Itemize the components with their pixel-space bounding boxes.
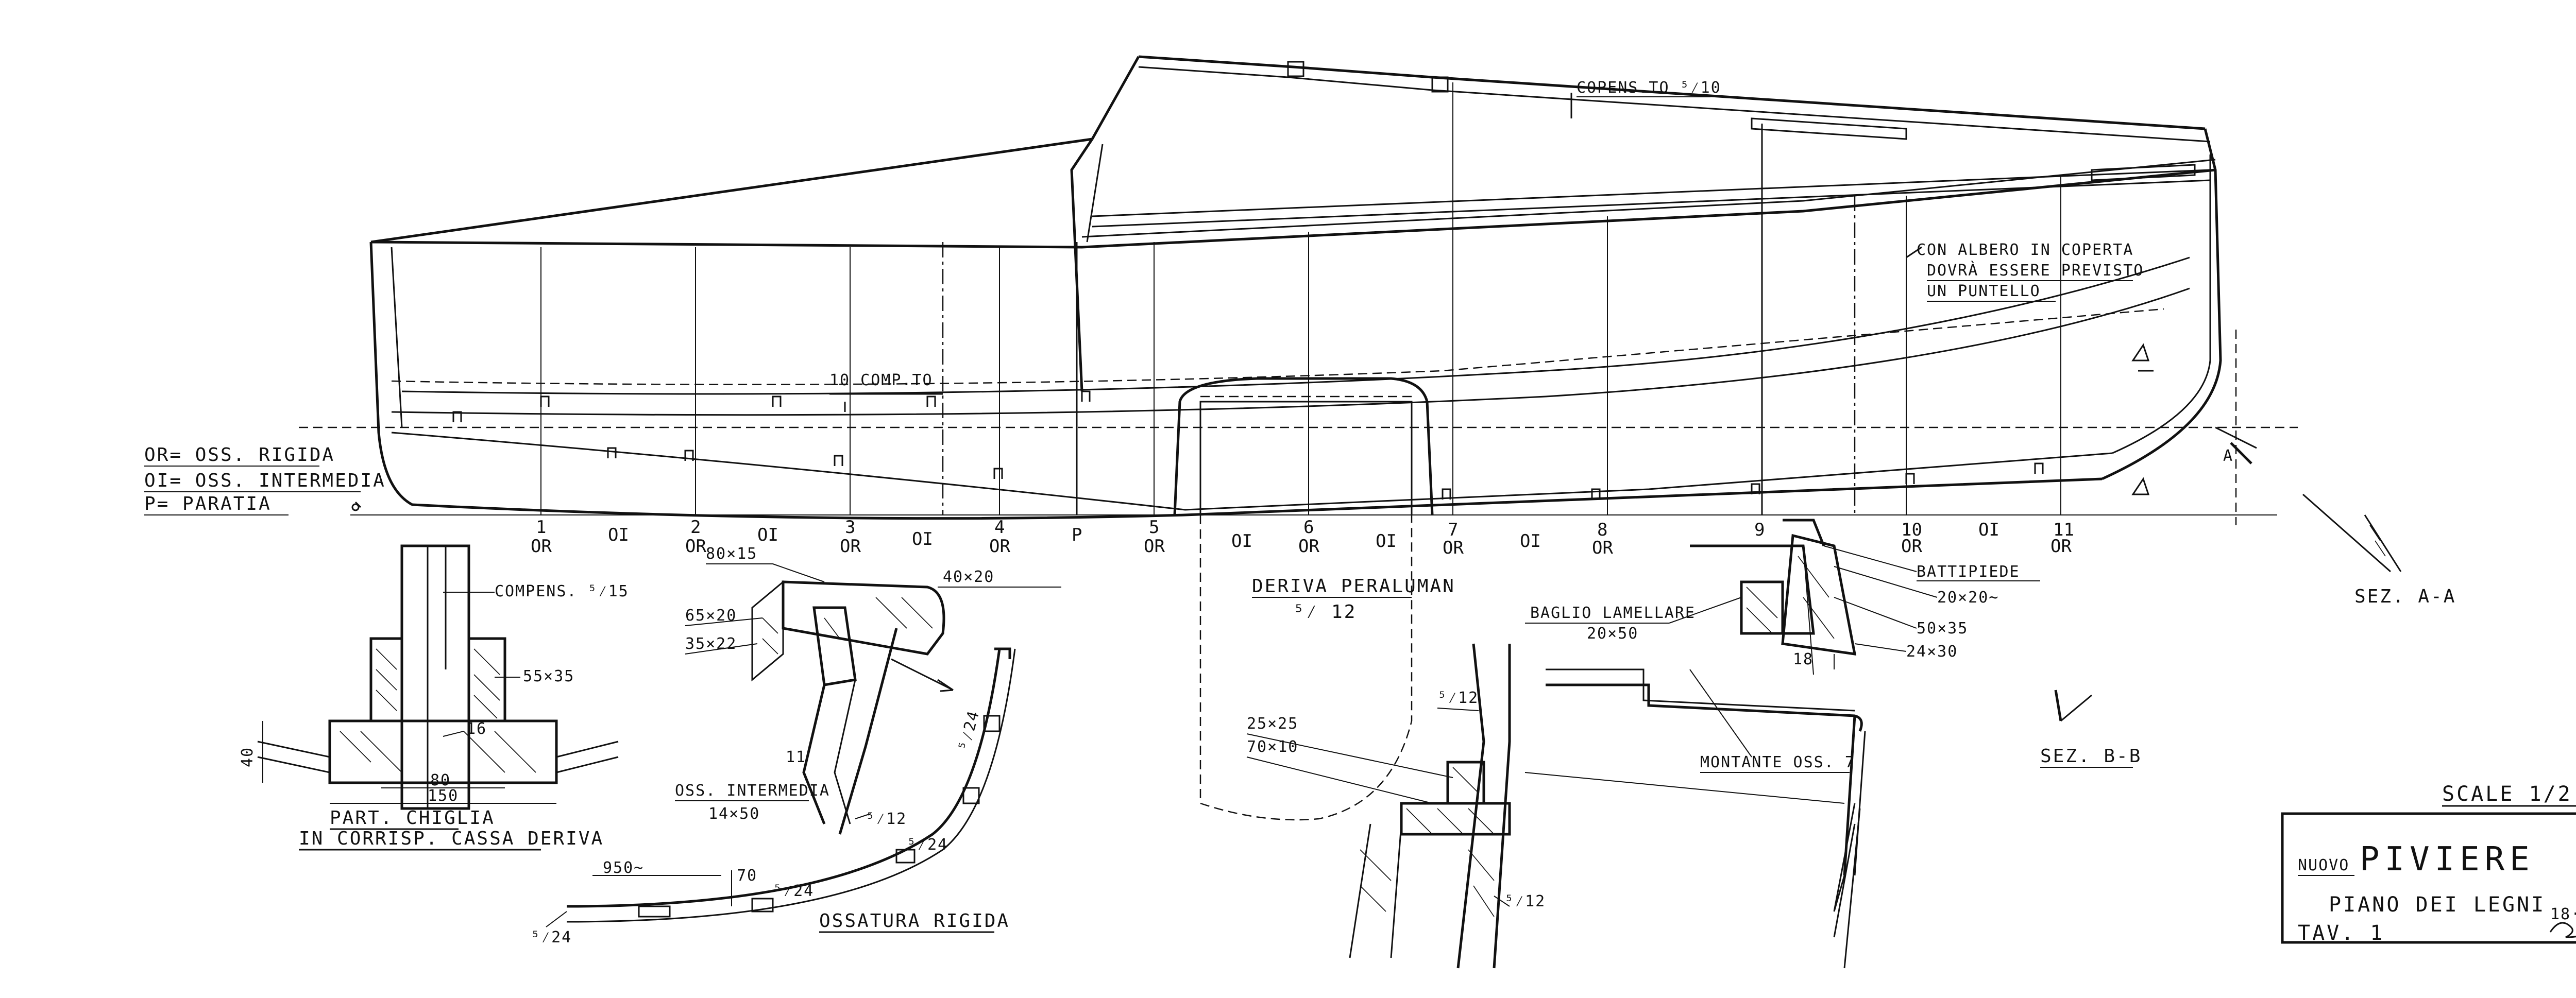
sez-bb: SEZ. B-B bbox=[2040, 746, 2142, 767]
label-copensato: COPENS.TO ⁵⁄10 bbox=[1577, 79, 1721, 97]
frame-detail: 80×15 40×20 65×20 35×22 11 OSS. INTERMED… bbox=[531, 545, 1061, 947]
frame-type: OR bbox=[1298, 536, 1319, 557]
dim-55x35: 55×35 bbox=[523, 667, 574, 685]
frame-type: OR bbox=[685, 536, 706, 557]
frame-type: OR bbox=[1443, 538, 1464, 558]
legend-or: OR= OSS. RIGIDA bbox=[144, 444, 335, 466]
legend: OR= OSS. RIGIDA OI= OSS. INTERMEDIA P= P… bbox=[144, 444, 386, 515]
frame-labels: 1 OR OI 2 OR OI 3 OR OI 4 OR P 5 OR OI 6… bbox=[531, 517, 2074, 558]
frame-type: OI bbox=[608, 525, 629, 545]
frame-num: 6 bbox=[1303, 517, 1314, 538]
frame-num: 11 bbox=[2053, 520, 2074, 540]
cb-case-detail: ⁵⁄12 25×25 70×10 ⁵⁄12 bbox=[1246, 643, 1546, 969]
boat-name: PIVIERE bbox=[2360, 840, 2535, 879]
frame-num: 2 bbox=[690, 517, 701, 538]
keel-title-1: PART. CHIGLIA bbox=[330, 807, 495, 829]
frame-num: 7 bbox=[1448, 520, 1458, 540]
frame-type: OR bbox=[840, 536, 861, 557]
frame-num: 1 bbox=[536, 517, 546, 538]
title-subtitle: PIANO DEI LEGNI bbox=[2329, 893, 2546, 917]
dim-24x30: 24×30 bbox=[1906, 643, 1958, 661]
scale-label: SCALE 1/2 · 1/10 bbox=[2442, 782, 2576, 806]
section-mark-a: A bbox=[2223, 447, 2233, 465]
note-albero-2: DOVRÀ ESSERE PREVISTO bbox=[1927, 261, 2144, 280]
date-label: 18·11 bbox=[2550, 905, 2576, 923]
dim-40: 40 bbox=[239, 747, 257, 767]
dim-950: 950~ bbox=[603, 859, 644, 877]
keel-detail: COMPENS. ⁵⁄15 55×35 16 40 80 150 PART. C… bbox=[239, 544, 629, 851]
legend-oi: OI= OSS. INTERMEDIA bbox=[144, 470, 386, 491]
frame-num: 9 bbox=[1754, 520, 1765, 540]
sez-aa: SEZ. A-A bbox=[2354, 586, 2456, 607]
dim-20x20: 20×20~ bbox=[1937, 589, 1999, 607]
battipiede: BATTIPIEDE bbox=[1917, 563, 2020, 581]
frame-type: OR bbox=[2050, 536, 2072, 557]
dim-12-cb-b: ⁵⁄12 bbox=[1504, 892, 1546, 910]
signature bbox=[2549, 922, 2576, 938]
sheet-number: TAV. 1 bbox=[2298, 921, 2385, 945]
dim-24d: ⁵⁄24 bbox=[531, 928, 572, 947]
label-10-comp: 10 COMP.TO bbox=[829, 371, 933, 389]
dim-70: 70 bbox=[737, 867, 757, 885]
dim-24b: ⁵⁄24 bbox=[907, 836, 948, 854]
dim-70x10: 70×10 bbox=[1247, 738, 1298, 756]
dim-150: 150 bbox=[428, 787, 459, 805]
dim-12-cb-a: ⁵⁄12 bbox=[1437, 689, 1479, 707]
legend-p: P= PARATIA bbox=[144, 493, 272, 514]
frame-type: OI bbox=[1520, 531, 1541, 552]
keel-title-2: IN CORRISP. CASSA DERIVA bbox=[299, 828, 604, 849]
frame-num: 10 bbox=[1901, 520, 1922, 540]
dim-65x20: 65×20 bbox=[685, 607, 737, 625]
frame-type: OI bbox=[1376, 531, 1397, 552]
baglio-dim: 20×50 bbox=[1587, 625, 1638, 643]
baglio-lamellare: BAGLIO LAMELLARE bbox=[1530, 604, 1696, 622]
frame-type: P bbox=[1072, 525, 1082, 545]
frame-type: OR bbox=[531, 536, 552, 557]
note-albero-3: UN PUNTELLO bbox=[1927, 282, 2041, 300]
dim-16: 16 bbox=[466, 720, 487, 738]
frame-type: OI bbox=[912, 529, 933, 549]
dim-24a: ⁵⁄24 bbox=[773, 882, 814, 900]
dim-12-frame: ⁵⁄12 bbox=[866, 810, 907, 828]
hull-profile: A COPENS.TO ⁵⁄10 10 COMP.TO CON ALBERO I… bbox=[299, 55, 2298, 525]
frame-type: OR bbox=[989, 536, 1010, 557]
frame-type: OI bbox=[1978, 520, 1999, 540]
dim-18: 18 bbox=[1793, 650, 1814, 668]
frame-num: 3 bbox=[845, 517, 855, 538]
dim-11: 11 bbox=[786, 748, 806, 766]
dim-80x15: 80×15 bbox=[706, 545, 757, 563]
oss-dim: 14×50 bbox=[708, 805, 760, 823]
dim-compens-15: COMPENS. ⁵⁄15 bbox=[495, 582, 629, 600]
frame-type: OR bbox=[1592, 538, 1613, 558]
oss-intermedia: OSS. INTERMEDIA bbox=[675, 782, 830, 800]
deck-detail: BATTIPIEDE BAGLIO LAMELLARE 20×50 20×20~… bbox=[1524, 519, 2040, 969]
frame-type: OI bbox=[757, 525, 778, 545]
nuovo-label: NUOVO bbox=[2298, 856, 2349, 874]
dim-40x20: 40×20 bbox=[943, 568, 994, 586]
frame-num: 5 bbox=[1149, 517, 1159, 538]
note-albero-1: CON ALBERO IN COPERTA bbox=[1917, 241, 2133, 259]
frame-type: OR bbox=[1901, 536, 1922, 557]
sections: SEZ. A-A SEZ. B-B bbox=[2040, 493, 2456, 768]
ossatura-title: OSSATURA RIGIDA bbox=[819, 910, 1010, 932]
frame-type: OI bbox=[1231, 531, 1252, 552]
title-block: SCALE 1/2 · 1/10 NUOVO PIVIERE PIANO DEI… bbox=[2281, 782, 2576, 945]
frame-num: 4 bbox=[994, 517, 1005, 538]
montante: MONTANTE OSS. 7 bbox=[1700, 753, 1855, 771]
frame-stations bbox=[540, 82, 2061, 515]
dim-80: 80 bbox=[430, 771, 451, 789]
frame-marks bbox=[452, 390, 2044, 500]
frame-type: OR bbox=[1144, 536, 1165, 557]
deriva-label: DERIVA PERALUMAN bbox=[1252, 576, 1455, 597]
dim-50x35: 50×35 bbox=[1917, 620, 1968, 638]
deriva-thickness: ⁵⁄ 12 bbox=[1293, 601, 1357, 623]
dim-25x25: 25×25 bbox=[1247, 715, 1298, 733]
centreboard-detail: DERIVA PERALUMAN ⁵⁄ 12 bbox=[1199, 515, 1455, 821]
frame-num: 8 bbox=[1597, 520, 1607, 540]
